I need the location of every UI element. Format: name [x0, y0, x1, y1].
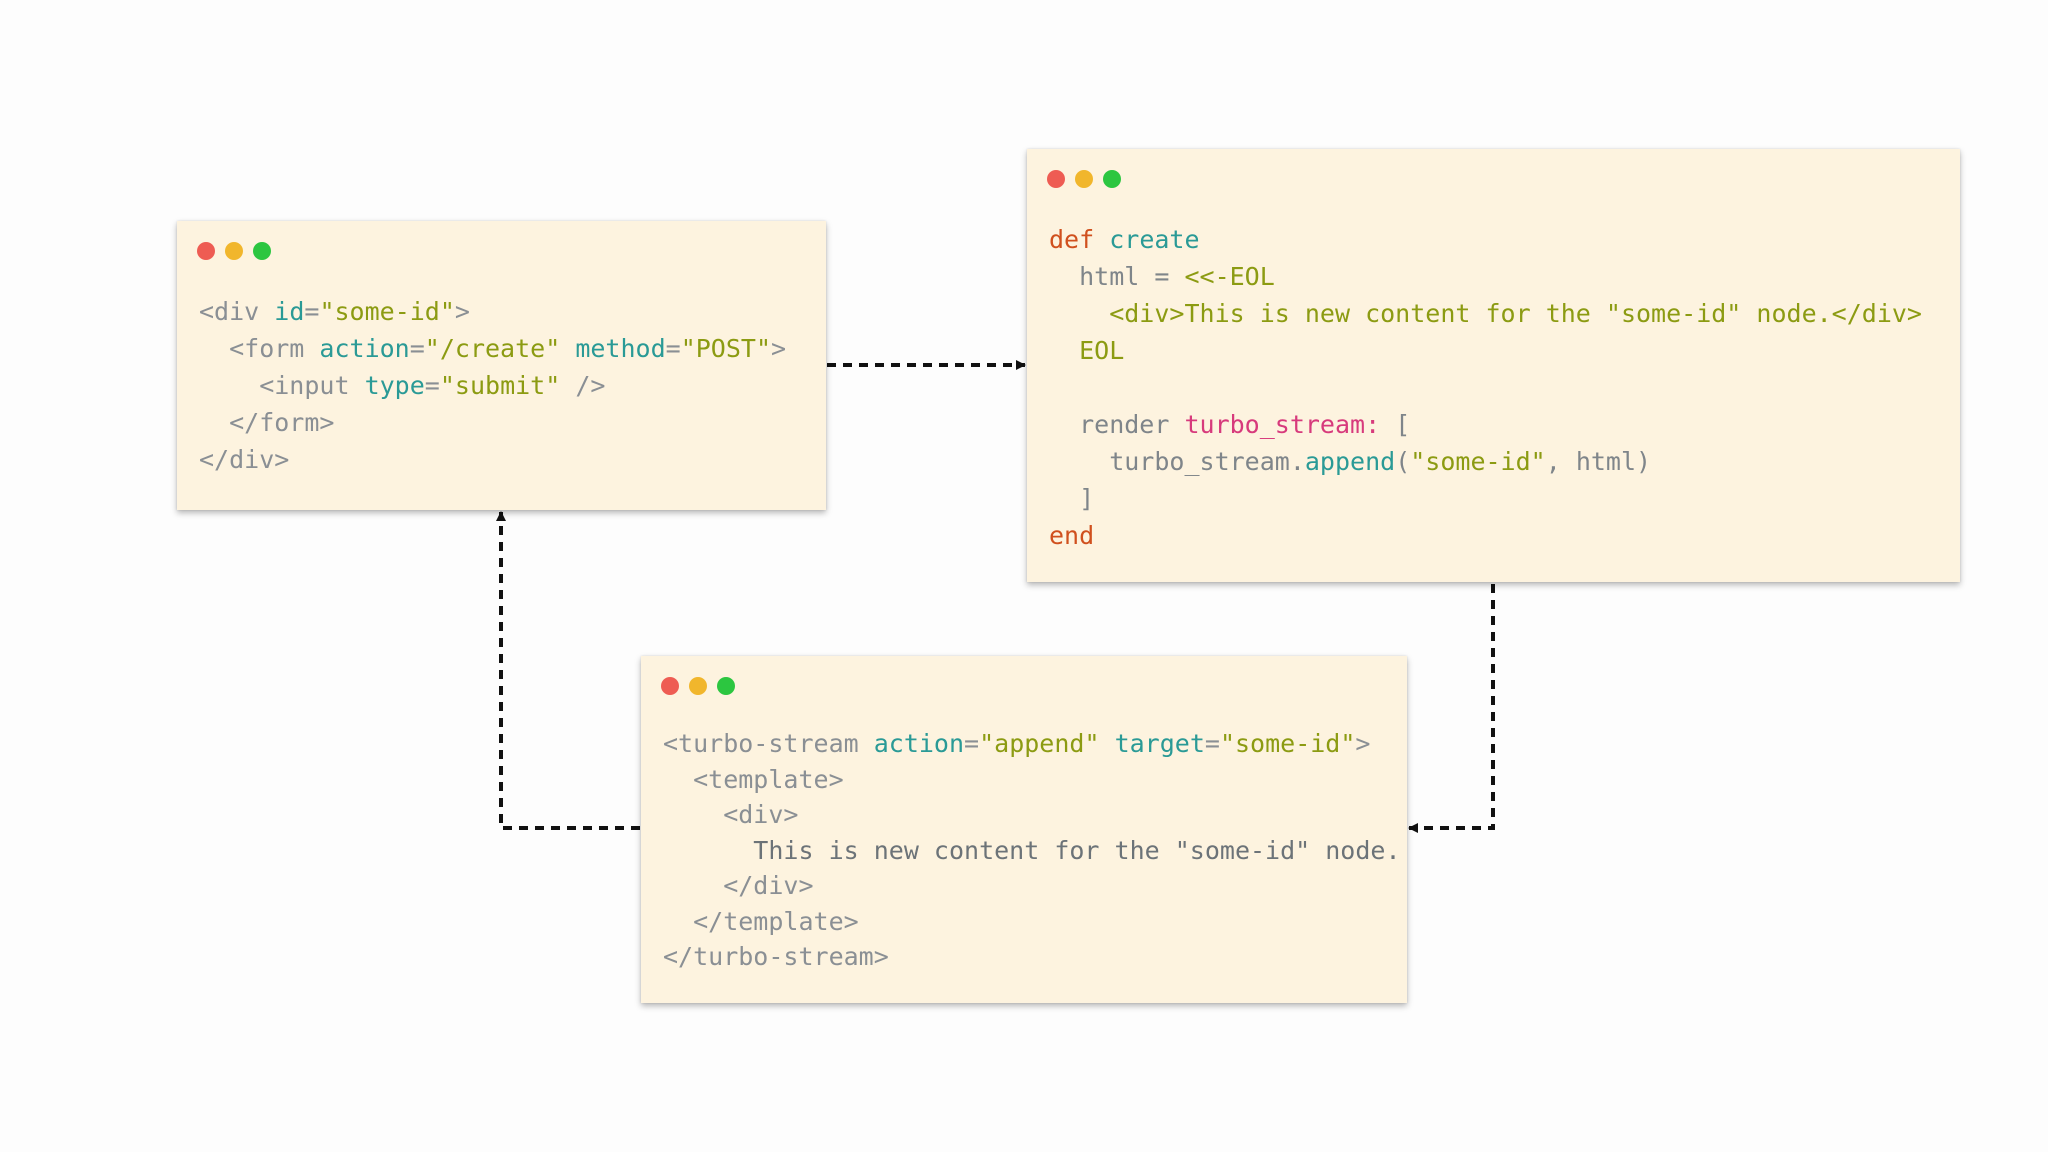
code-token: turbo_stream.: [1049, 447, 1305, 476]
code-token: [: [1380, 410, 1411, 439]
code-token: EOL: [1049, 336, 1125, 365]
code-token: "/create": [424, 334, 561, 363]
arrow-controller-to-stream: [1408, 584, 1495, 833]
code-block: <div id="some-id"> <form action="/create…: [199, 293, 786, 478]
code-token: </form>: [199, 408, 335, 437]
code-line: </form>: [199, 404, 786, 441]
code-token: render: [1049, 410, 1185, 439]
code-token: </div>: [663, 871, 814, 900]
code-token: </turbo-stream>: [663, 942, 889, 971]
code-line: <turbo-stream action="append" target="so…: [663, 726, 1401, 762]
code-token: type: [364, 371, 425, 400]
code-token: =: [304, 297, 320, 326]
code-token: "some-id": [319, 297, 455, 326]
code-token: This is new content for the "some-id" no…: [663, 835, 1401, 865]
code-line: <template>: [663, 762, 1401, 798]
code-token: =: [665, 334, 681, 363]
close-dot-icon: [661, 677, 679, 695]
code-token: "some-id": [1219, 729, 1356, 758]
code-token: =: [424, 371, 440, 400]
code-token: "POST": [680, 334, 772, 363]
close-dot-icon: [197, 242, 215, 260]
code-token: method: [575, 334, 666, 363]
code-token: <turbo-stream: [663, 729, 874, 758]
code-line: ]: [1049, 480, 1922, 517]
code-line: <div id="some-id">: [199, 293, 786, 330]
code-token: "submit": [439, 371, 561, 400]
html-form-window: <div id="some-id"> <form action="/create…: [177, 221, 826, 510]
code-token: >: [771, 334, 787, 363]
code-line: This is new content for the "some-id" no…: [663, 833, 1401, 869]
window-controls: [661, 677, 735, 695]
maximize-dot-icon: [717, 677, 735, 695]
code-token: <div: [199, 297, 275, 326]
code-token: <form: [199, 334, 320, 363]
code-token: <template>: [663, 764, 844, 794]
code-line: <div>: [663, 797, 1401, 833]
code-token: action: [873, 729, 965, 758]
code-block: def create html = <<-EOL <div>This is ne…: [1049, 221, 1922, 554]
code-token: [1100, 729, 1115, 758]
code-token: "some-id": [1410, 447, 1546, 476]
code-token: =: [409, 334, 425, 363]
window-controls: [197, 242, 271, 260]
minimize-dot-icon: [689, 677, 707, 695]
code-line: end: [1049, 517, 1922, 554]
code-line: render turbo_stream: [: [1049, 406, 1922, 443]
code-line: EOL: [1049, 332, 1922, 369]
minimize-dot-icon: [225, 242, 243, 260]
code-block: <turbo-stream action="append" target="so…: [663, 726, 1401, 975]
code-line: <div>This is new content for the "some-i…: [1049, 295, 1922, 332]
code-token: target: [1114, 729, 1205, 758]
code-line: </div>: [663, 868, 1401, 904]
code-token: />: [560, 371, 606, 400]
code-token: ]: [1049, 484, 1095, 513]
code-line: <input type="submit" />: [199, 367, 786, 404]
code-line: <form action="/create" method="POST">: [199, 330, 786, 367]
code-token: [560, 334, 575, 363]
maximize-dot-icon: [1103, 170, 1121, 188]
code-token: >: [454, 297, 470, 326]
code-token: turbo_stream:: [1184, 410, 1381, 439]
code-token: "append": [979, 729, 1100, 758]
window-controls: [1047, 170, 1121, 188]
code-line: </div>: [199, 441, 786, 478]
code-token: [1049, 373, 1064, 402]
code-token: create: [1109, 225, 1200, 254]
turbo-stream-window: <turbo-stream action="append" target="so…: [641, 656, 1407, 1003]
code-token: =: [1204, 729, 1220, 758]
code-token: >: [1355, 729, 1371, 758]
arrow-stream-to-form: [496, 511, 640, 830]
code-token: html =: [1049, 262, 1185, 291]
code-token: def: [1049, 225, 1110, 254]
minimize-dot-icon: [1075, 170, 1093, 188]
code-line: def create: [1049, 221, 1922, 258]
ruby-controller-window: def create html = <<-EOL <div>This is ne…: [1027, 149, 1960, 582]
code-token: <input: [199, 371, 365, 400]
code-token: </template>: [663, 906, 859, 936]
close-dot-icon: [1047, 170, 1065, 188]
code-line: html = <<-EOL: [1049, 258, 1922, 295]
code-line: [1049, 369, 1922, 406]
code-token: append: [1304, 447, 1396, 476]
code-token: , html): [1545, 447, 1652, 476]
code-token: <div>This is new content for the "some-i…: [1049, 299, 1922, 328]
code-token: id: [274, 297, 305, 326]
code-token: <div>: [663, 800, 799, 829]
code-line: </template>: [663, 904, 1401, 940]
code-line: </turbo-stream>: [663, 939, 1401, 975]
code-token: action: [319, 334, 410, 363]
code-token: (: [1395, 447, 1411, 476]
code-token: end: [1049, 521, 1095, 550]
code-token: =: [964, 729, 980, 758]
code-token: <<-EOL: [1184, 262, 1275, 291]
maximize-dot-icon: [253, 242, 271, 260]
code-token: </div>: [199, 445, 290, 474]
code-line: turbo_stream.append("some-id", html): [1049, 443, 1922, 480]
